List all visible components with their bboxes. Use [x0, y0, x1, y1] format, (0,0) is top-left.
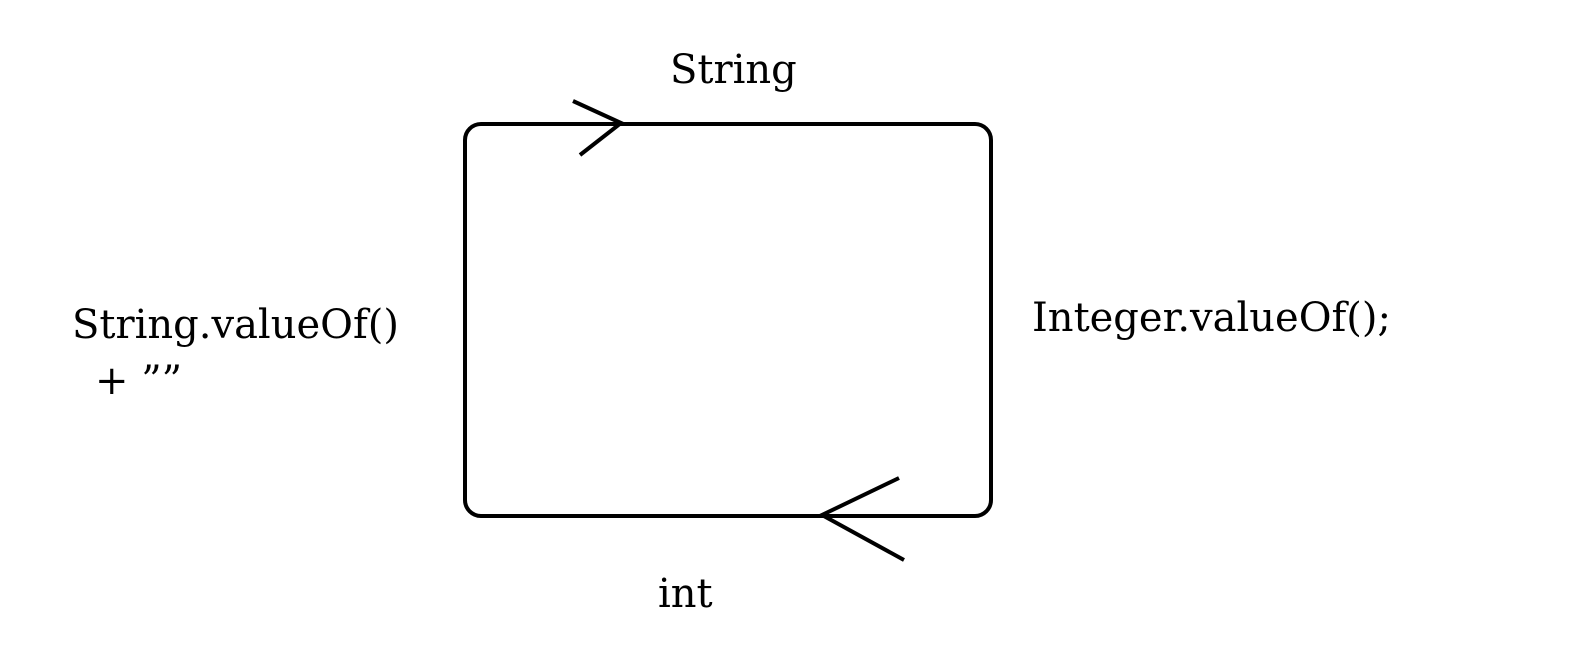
arrow-right-icon: [572, 99, 625, 157]
int-to-string-method-label: String.valueOf(): [72, 302, 399, 348]
arrow-left-icon: [817, 476, 905, 562]
int-to-string-concat-label: + ””: [95, 358, 183, 404]
string-to-int-method-label: Integer.valueOf();: [1032, 295, 1391, 341]
int-type-label: int: [658, 571, 713, 617]
cycle-box: [463, 122, 993, 518]
string-type-label: String: [670, 47, 797, 93]
